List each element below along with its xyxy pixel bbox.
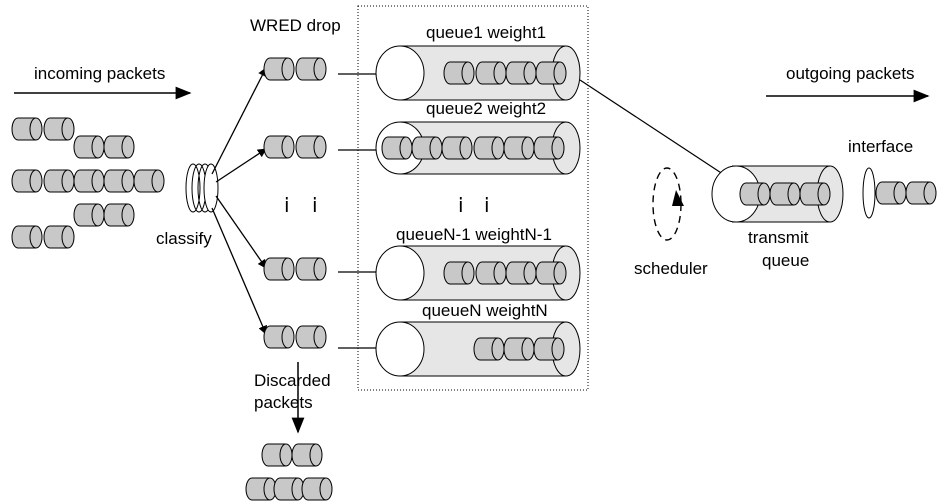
queue-group-boundary [357, 5, 589, 391]
classify-label: classify [156, 229, 212, 248]
schedule-arrow [579, 79, 740, 185]
transmit-queue-label-line2: queue [762, 251, 809, 270]
ellipsis-mark: ⅰ [484, 195, 490, 217]
queueN-1-label: queueN-1 weightN-1 [396, 225, 552, 244]
interface-icon [862, 167, 937, 219]
queue1-cylinder [375, 45, 581, 101]
discarded-label-line1: Discarded [254, 371, 331, 390]
incoming-packets-label: incoming packets [34, 64, 165, 83]
interface-label: interface [848, 137, 913, 156]
enqueue-arrows [338, 67, 400, 355]
outgoing-packets-label: outgoing packets [786, 64, 915, 83]
queue2-label: queue2 weight2 [426, 99, 546, 118]
classifier-fanout-arrows [211, 67, 267, 335]
queue1-label: queue1 weight1 [426, 23, 546, 42]
discarded-label-line2: packets [254, 393, 313, 412]
queueN-1-cylinder [375, 245, 581, 301]
scheduler-label: scheduler [634, 259, 708, 278]
transmit-queue-cylinder [711, 165, 844, 223]
queueN-cylinder [375, 321, 581, 377]
queue2-cylinder [375, 121, 581, 175]
incoming-packet-cluster [11, 117, 165, 249]
scheduler-icon [652, 167, 684, 241]
ellipsis-mark: ⅰ [312, 195, 318, 217]
transmit-queue-label-line1: transmit [748, 228, 809, 247]
queueN-label: queueN weightN [422, 301, 548, 320]
discarded-packets [245, 443, 333, 501]
ellipsis-mark: ⅰ [284, 195, 290, 217]
classifier-icon [185, 163, 219, 213]
ellipsis-mark: ⅰ [458, 195, 464, 217]
wred-drop-label: WRED drop [250, 16, 341, 35]
